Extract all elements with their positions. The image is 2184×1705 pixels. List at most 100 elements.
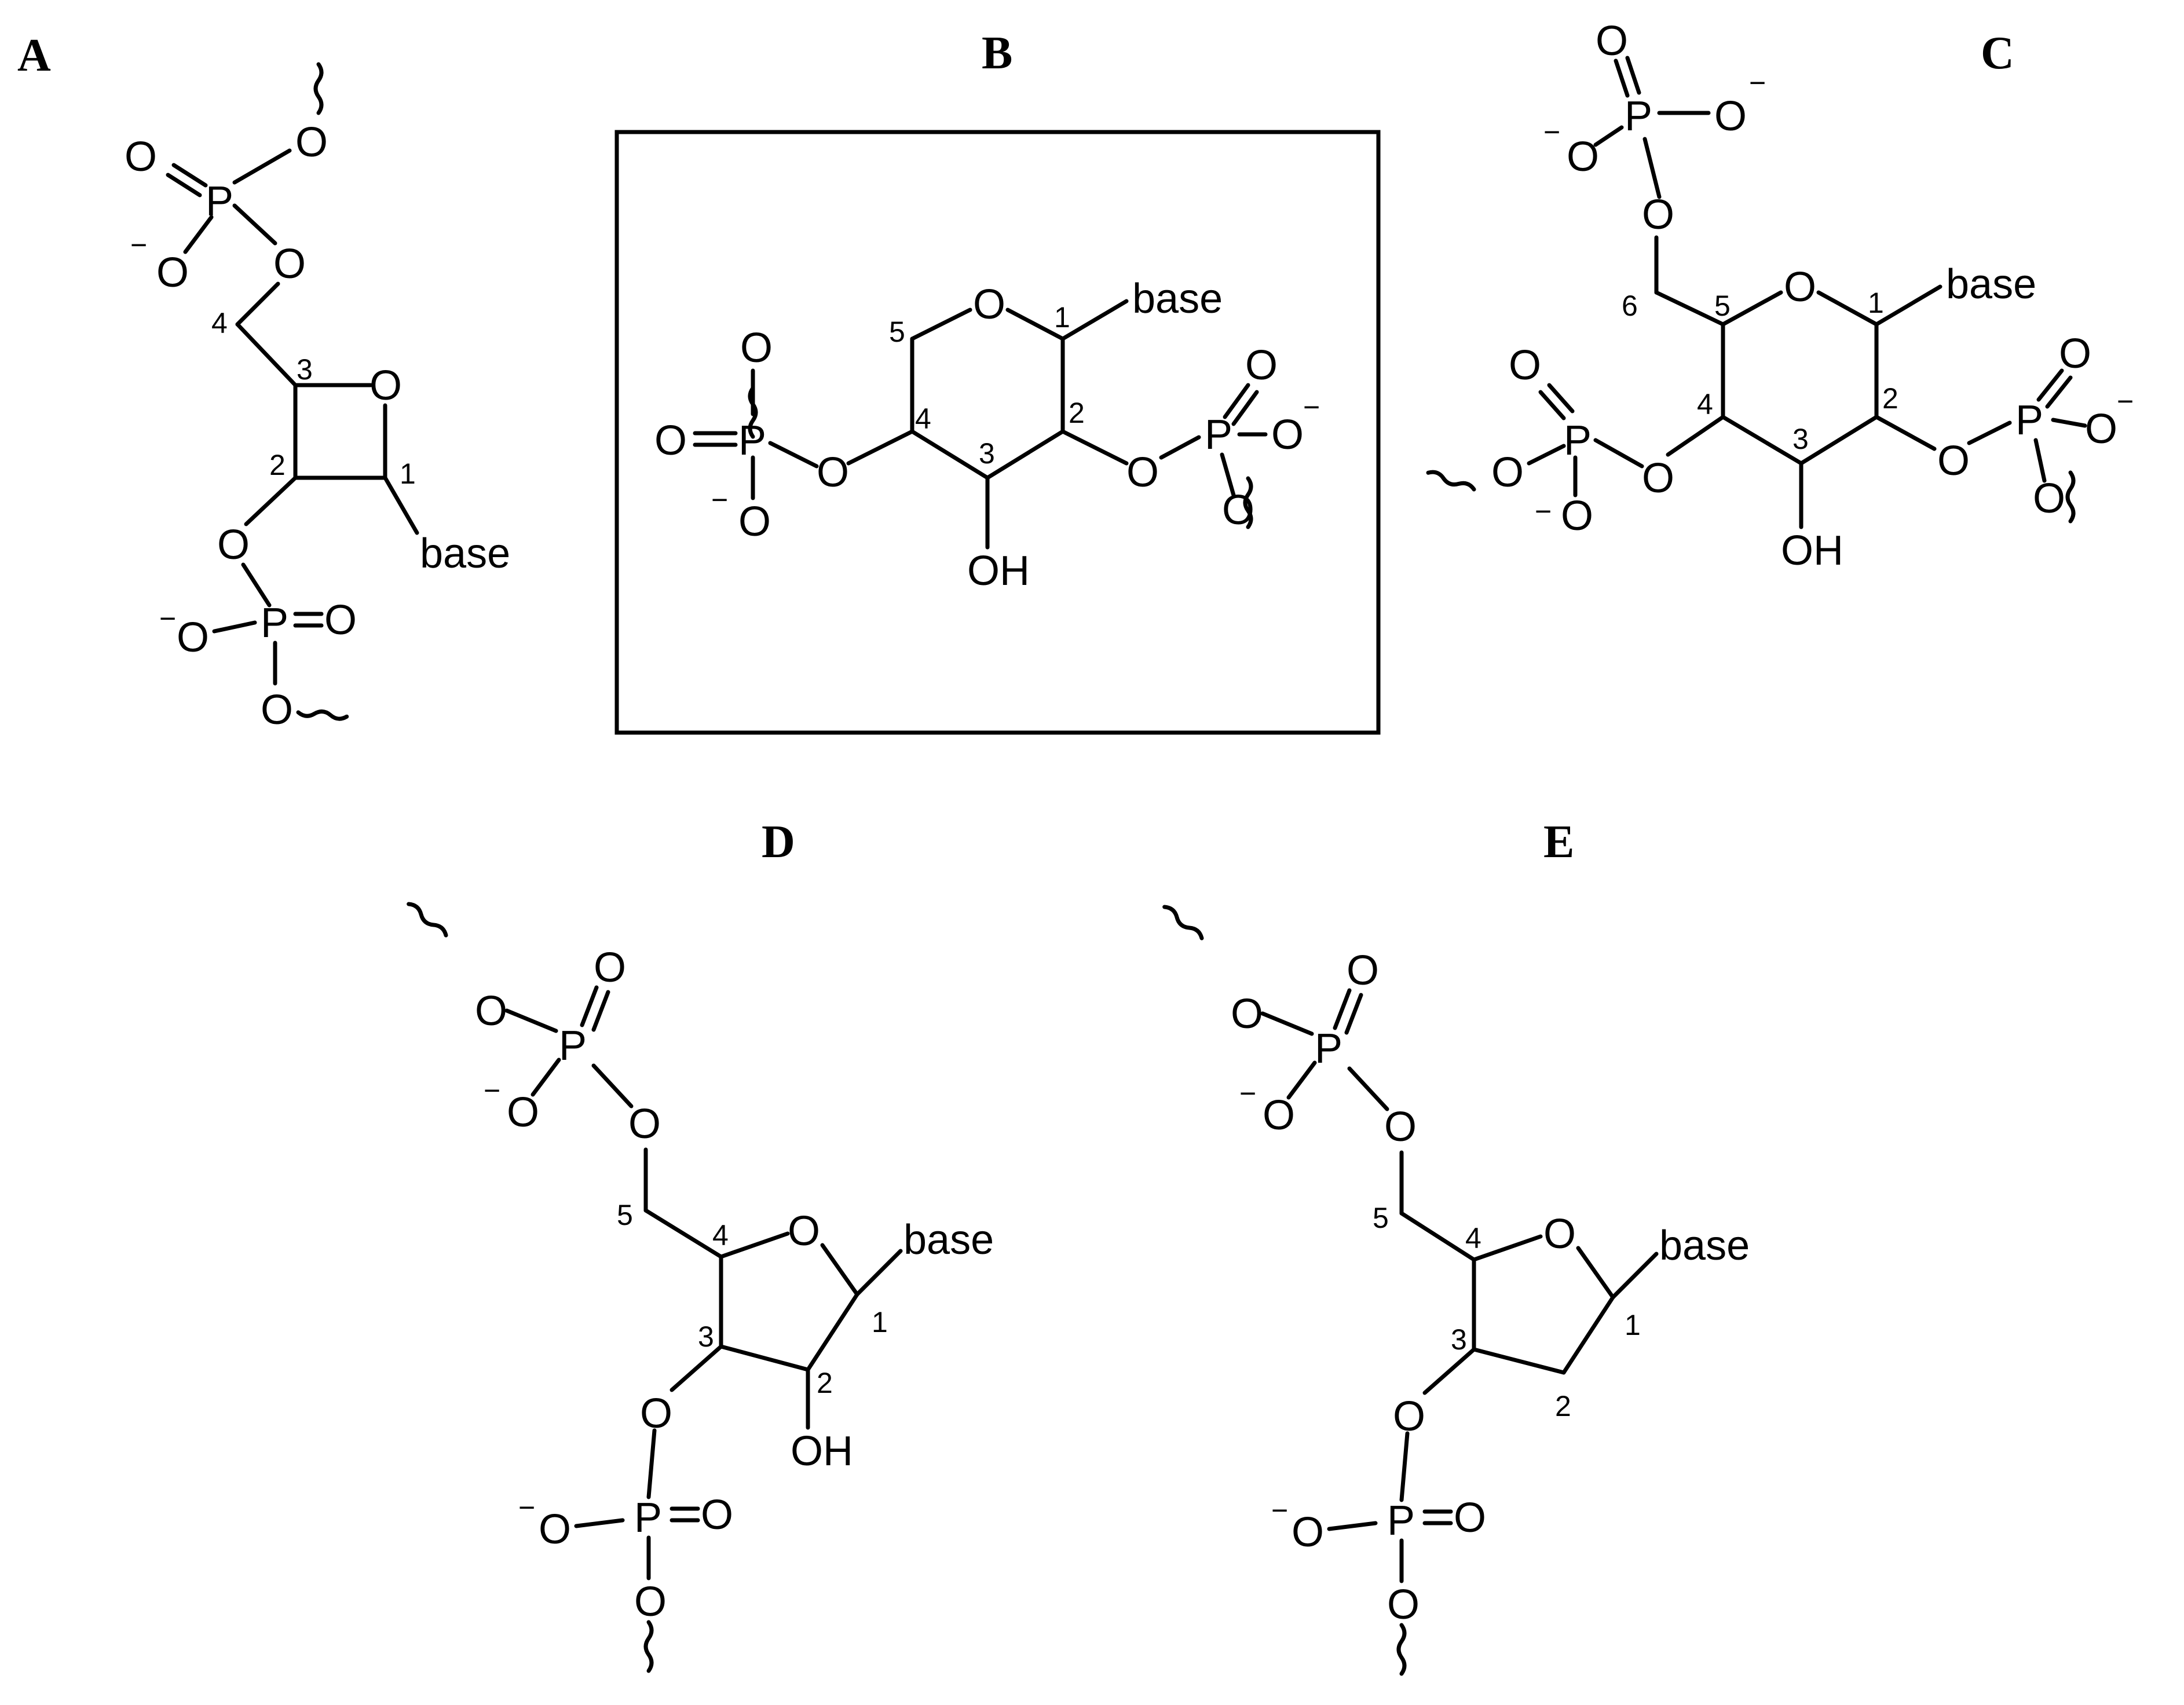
panel-c-phosphorus-right: P [2015, 397, 2043, 444]
panel-c-label: C [1981, 28, 2014, 79]
panel-e-o-double-bottom: O [1454, 1495, 1486, 1541]
panel-a-chain-link-top [316, 64, 321, 113]
panel-b-bond-o-c1 [1005, 308, 1065, 341]
panel-b-bond-c4-o [846, 429, 914, 466]
panel-c-bond-c5-o [1721, 290, 1783, 327]
panel-c-o4: O [1642, 455, 1674, 502]
panel-a-bond-p-o-minus [212, 620, 257, 634]
panel-d-bond-c4-o [719, 1231, 790, 1259]
panel-c-ring-o: O [1784, 264, 1816, 310]
panel-d-chain-link-top [407, 902, 448, 938]
panel-e-position-4: 4 [1465, 1222, 1481, 1254]
panel-d-o-minus-top: O [507, 1089, 539, 1136]
panel-d-position-4: 4 [712, 1219, 729, 1252]
panel-e-charge-top: − [1239, 1077, 1256, 1110]
panel-a-base: base [420, 530, 510, 577]
panel-a-bond-p5-o-double-1 [171, 163, 208, 188]
panel-d-bond-o3-p [646, 1428, 657, 1499]
panel-a-o-minus-bottom: O [177, 614, 209, 661]
panel-d-bond-c3-o3 [670, 1344, 723, 1392]
panel-b-bond-o-p-right [1159, 435, 1201, 460]
panel-e-phosphorus-top: P [1315, 1026, 1342, 1072]
panel-e-bond-o5-p [1347, 1066, 1389, 1111]
panel-a-o-double-bottom: O [324, 597, 357, 643]
panel-b-position-2: 2 [1069, 397, 1085, 429]
panel-b-bond-p-o-double-right-2 [1231, 390, 1259, 426]
panel-b-charge-right: − [1303, 391, 1320, 423]
panel-c-o-minus-top-right: O [1714, 93, 1747, 140]
panel-d-chain-link-bottom [646, 1622, 652, 1671]
panel-c-o-minus-right: O [2085, 406, 2117, 452]
panel-e-bond-o-c1 [1576, 1246, 1615, 1300]
panel-b-o-top-left: O [740, 325, 773, 371]
panel-e-label: E [1543, 817, 1574, 868]
panel-c-o-chain-left: O [1491, 449, 1524, 496]
panel-a-chain-link-bottom [298, 709, 347, 719]
panel-e-bond-p-bottom-o-minus [1327, 1521, 1378, 1531]
panel-b-o-bottom-right: O [1222, 487, 1254, 533]
panel-b-label: B [982, 28, 1012, 79]
panel-b-bond-c2-c3 [985, 429, 1065, 480]
panel-d-bond-c2-c3 [719, 1344, 810, 1372]
panel-c-position-6: 6 [1622, 290, 1638, 322]
panel-d-bond-c1-base [855, 1249, 903, 1297]
panel-e-phosphorus-bottom: P [1387, 1498, 1415, 1544]
panel-a-bond-p5-o-top [232, 148, 292, 185]
panel-d-o-double-bottom: O [701, 1492, 733, 1538]
panel-e-bond-c2-c3 [1472, 1347, 1566, 1375]
panel-b-charge-left: − [711, 484, 728, 516]
panel-e-charge-bottom: − [1271, 1494, 1288, 1527]
panel-a-position-2: 2 [269, 449, 286, 481]
panel-d-hydroxyl: OH [791, 1428, 853, 1475]
panel-d-o-double-top: O [594, 945, 626, 991]
panel-b-position-3: 3 [979, 437, 995, 470]
panel-c-bond-p-left-o-double-2 [1538, 390, 1566, 420]
panel-e-position-2: 2 [1555, 1390, 1571, 1422]
panel-d-o-chain-bottom: O [634, 1579, 667, 1625]
panel-e-bond-c4-c5 [1399, 1211, 1476, 1262]
panel-d-position-1: 1 [872, 1306, 888, 1338]
panel-c-phosphorus-left: P [1564, 418, 1592, 464]
panel-b-phosphorus-left: P [738, 418, 766, 464]
panel-a-bond-p5-o-double-2 [166, 173, 202, 197]
panel-c-bond-p-left-o-chain [1527, 444, 1566, 466]
panel-a-o5: O [273, 241, 306, 287]
panel-d-o-chain-top: O [475, 988, 507, 1034]
panel-d-position-3: 3 [698, 1320, 714, 1353]
panel-c-o-bottom-right: O [2033, 475, 2065, 522]
panel-a-o-top: O [295, 119, 328, 166]
panel-c-bond-o-c1 [1816, 290, 1879, 327]
panel-e-bond-c1-base [1611, 1252, 1659, 1300]
panel-a: A O O P − O O O base O − O P O [17, 30, 510, 733]
panel-e-o3: O [1393, 1393, 1425, 1440]
panel-a-o-bottom: O [261, 687, 293, 733]
panel-e-position-3: 3 [1451, 1323, 1467, 1356]
panel-d-o5: O [628, 1101, 661, 1147]
panel-b-position-4: 4 [915, 403, 931, 435]
panel-a-charge-bottom: − [159, 602, 176, 635]
panel-a-o3: O [217, 522, 250, 568]
panel-c: C O P O [1427, 18, 2134, 574]
panel-a-position-4: 4 [211, 307, 228, 339]
panel-a-o-double-top: O [125, 134, 157, 180]
panel-c-chain-link-left [1427, 470, 1475, 492]
panel-e-position-5: 5 [1373, 1202, 1389, 1234]
panel-e-o-chain-bottom: O [1387, 1582, 1420, 1628]
panel-d-charge-bottom: − [518, 1491, 535, 1524]
panel-c-charge-top-left: − [1543, 116, 1560, 148]
panel-c-bond-c2-o [1874, 415, 1937, 451]
panel-a-bond-c1-base [383, 475, 419, 535]
panel-d-position-2: 2 [817, 1367, 833, 1399]
panel-c-bond-p-right-o-minus [2051, 418, 2087, 428]
panel-d-phosphorus-top: P [559, 1023, 587, 1069]
panel-a-label: A [17, 30, 51, 81]
panel-e-bond-c1-c2 [1561, 1295, 1615, 1375]
panel-c-charge-left: − [1535, 495, 1552, 528]
panel-d-bond-p-top-o-double-2 [591, 990, 610, 1032]
panel-d-bond-p-top-o-chain [504, 1008, 558, 1033]
panel-b-bond-c3-c4 [910, 429, 990, 480]
panel-e-bond-o3-p [1399, 1431, 1410, 1502]
panel-a-o-minus-top: O [156, 250, 189, 296]
panel-e-o-chain-top: O [1231, 991, 1263, 1037]
